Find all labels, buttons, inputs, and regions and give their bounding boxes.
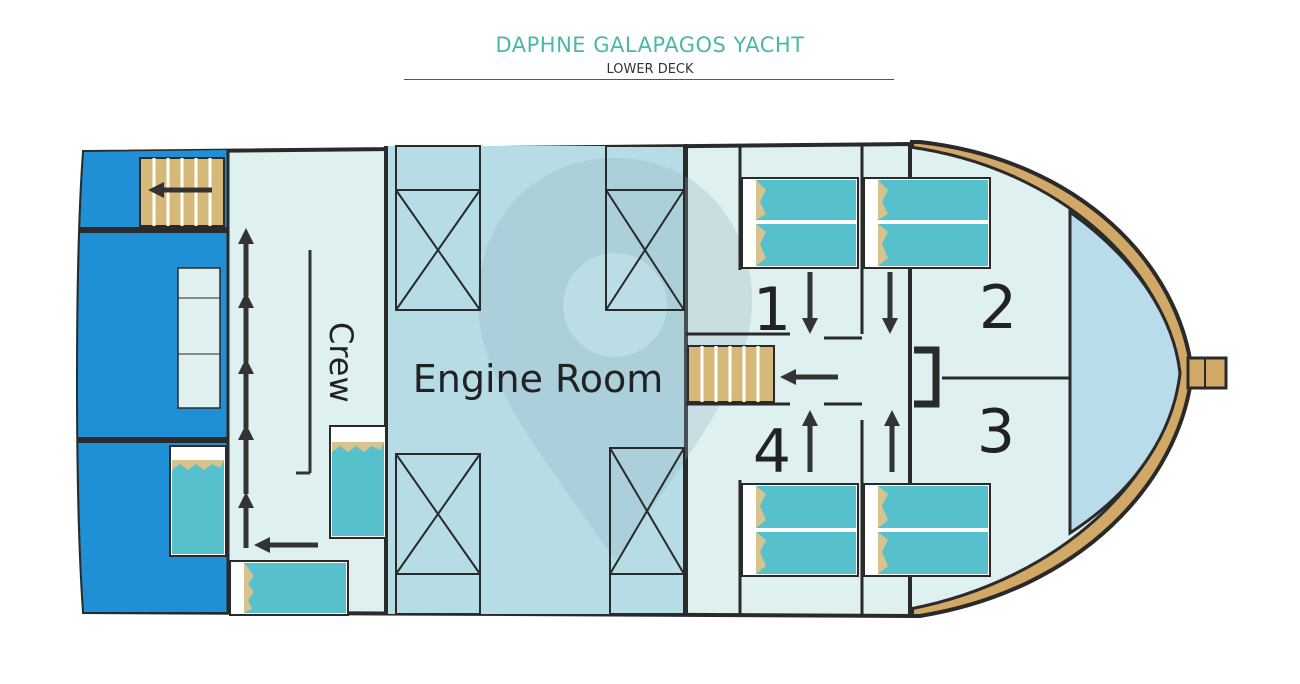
cabin-bracket bbox=[914, 346, 940, 408]
cabin-1-bunks bbox=[741, 177, 859, 269]
cabin-3-bunks bbox=[863, 483, 991, 577]
page-subtitle: LOWER DECK bbox=[606, 62, 694, 77]
title-underline bbox=[404, 79, 894, 80]
engine-room bbox=[388, 146, 686, 614]
cabin-2-number: 2 bbox=[979, 273, 1017, 343]
engine-hatch-bottom-right bbox=[609, 447, 685, 615]
bow-fitting bbox=[1186, 356, 1228, 390]
cabin-4-bunks bbox=[741, 483, 859, 577]
stern-bunk bbox=[172, 460, 224, 554]
cabin-4-number: 4 bbox=[753, 417, 791, 487]
cabin-exit-arrows bbox=[779, 272, 901, 472]
cabin-3-number: 3 bbox=[977, 397, 1015, 467]
stern-stairs-icon bbox=[139, 157, 225, 227]
engine-hatch-bottom-left bbox=[395, 453, 481, 615]
engine-hatch-top-left bbox=[395, 145, 481, 311]
bow-tip-area bbox=[1068, 209, 1182, 536]
cabin-stairs-icon bbox=[687, 345, 775, 403]
cabin-2-bunks bbox=[863, 177, 991, 269]
cabin-1-number: 1 bbox=[753, 275, 791, 345]
stern-bench bbox=[177, 267, 221, 409]
crew-bunk-lower bbox=[244, 563, 346, 613]
crew-bunk-upper bbox=[332, 442, 384, 536]
cabin-walls bbox=[686, 146, 1072, 614]
crew-label: Crew bbox=[322, 322, 360, 403]
engine-room-label: Engine Room bbox=[413, 357, 664, 401]
engine-hatch-top-right bbox=[605, 145, 685, 311]
page-title: DAPHNE GALAPAGOS YACHT bbox=[495, 33, 805, 57]
crew-exit-arrows bbox=[237, 227, 318, 554]
